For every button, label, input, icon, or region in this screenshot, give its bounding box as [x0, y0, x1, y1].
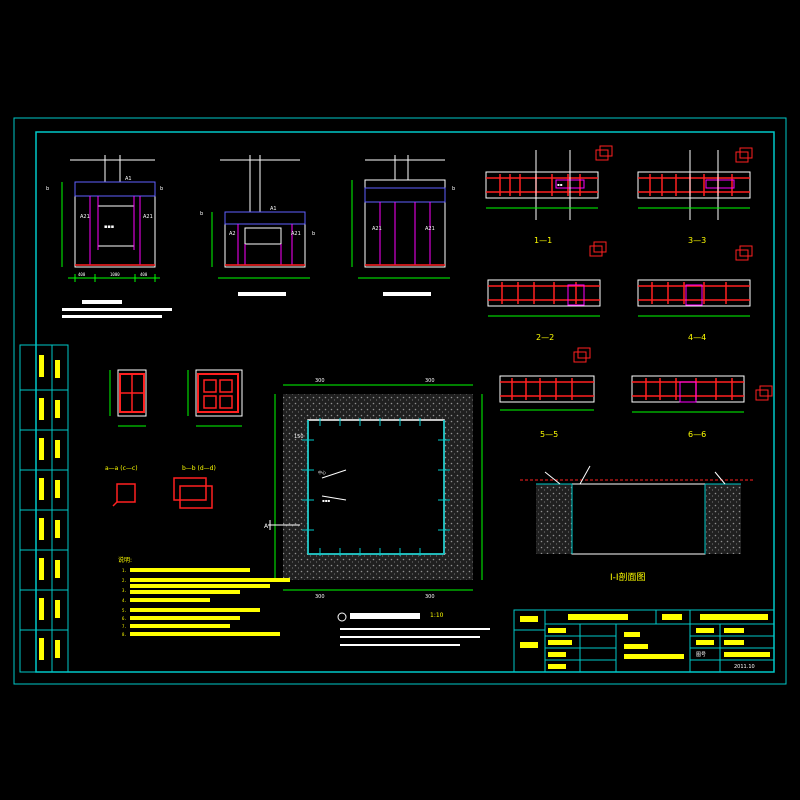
- note-line-6: 6.: [122, 616, 127, 621]
- profile-view: I-I剖面图: [520, 465, 755, 583]
- dim-300-bottom-left: 300: [315, 594, 325, 600]
- svg-text:b: b: [160, 186, 163, 192]
- elevation-view-2: A1 A2 A21 b b: [200, 155, 315, 296]
- column-section-a: a—a (c—c): [105, 369, 147, 472]
- note-line-3: 3.: [122, 588, 127, 593]
- svg-text:▪▪▪: ▪▪▪: [322, 498, 330, 503]
- svg-text:A21: A21: [372, 226, 382, 232]
- section-label-6-6: 6—6: [688, 430, 706, 439]
- note-line-4: 4.: [122, 598, 127, 603]
- svg-text:400: 400: [78, 272, 86, 277]
- notes-heading: 说明:: [118, 556, 132, 564]
- svg-text:b: b: [452, 186, 455, 192]
- note-line-1: 1.: [122, 568, 127, 573]
- drawing-no-label: 图号: [696, 652, 706, 658]
- note-line-8: 8.: [122, 632, 127, 637]
- drawing-date: 2011.10: [734, 664, 755, 670]
- svg-text:▪▪: ▪▪: [557, 182, 563, 187]
- section-label-3-3: 3—3: [688, 236, 706, 245]
- outer-border: [13, 117, 787, 685]
- title-block: 图号 2011.10: [513, 609, 775, 673]
- svg-text:b: b: [200, 211, 203, 217]
- beam-section-5: 5—5: [499, 347, 595, 439]
- svg-text:中心: 中心: [318, 469, 326, 475]
- svg-text:400: 400: [140, 272, 148, 277]
- section-label-4-4: 4—4: [688, 333, 706, 342]
- beam-section-2: 2—2: [487, 241, 607, 342]
- column-section-b: b—b (d—d): [182, 369, 243, 472]
- svg-text:A1: A1: [270, 206, 277, 212]
- opening-boundary: [307, 419, 445, 555]
- section-label-1-1: 1—1: [534, 236, 552, 245]
- dim-300-top-right: 300: [425, 378, 435, 384]
- svg-text:A21: A21: [80, 214, 90, 220]
- section-label-5-5: 5—5: [540, 430, 558, 439]
- beam-section-4: 4—4: [637, 245, 753, 342]
- note-line-7: 7.: [122, 624, 127, 629]
- beam-section-3: 3—3: [637, 147, 753, 245]
- scale-label: 1:10: [430, 612, 444, 619]
- dim-300-bottom-right: 300: [425, 594, 435, 600]
- svg-text:▪▪▪: ▪▪▪: [104, 224, 114, 230]
- notes-block: 说明: 1. 2. 3. 4. 5. 6. 7. 8.: [118, 556, 290, 637]
- section-label-b-b: b—b (d—d): [182, 465, 216, 472]
- elevation-view-3: A21 A21 b: [351, 155, 455, 296]
- dim-150-left: 150: [294, 434, 304, 440]
- note-line-5: 5.: [122, 608, 127, 613]
- section-label-2-2: 2—2: [536, 333, 554, 342]
- svg-text:A2: A2: [229, 231, 236, 237]
- svg-text:A21: A21: [143, 214, 153, 220]
- beam-section-1: ▪▪ 1—1: [485, 145, 613, 245]
- section-label-a-a: a—a (c—c): [105, 465, 138, 472]
- svg-text:b: b: [312, 231, 315, 237]
- revision-strip: [19, 344, 69, 673]
- svg-text:b: b: [46, 186, 49, 192]
- svg-text:1000: 1000: [110, 272, 120, 277]
- small-detail-symbols: [112, 477, 213, 509]
- svg-text:A21: A21: [291, 231, 301, 237]
- beam-section-6: 6—6: [631, 375, 773, 439]
- opening-plan-view: 300 300 300 300 150 A 中心 ▪▪▪ 1:10: [264, 378, 490, 646]
- note-line-2: 2.: [122, 578, 127, 583]
- dim-300-top-left: 300: [315, 378, 325, 384]
- profile-title: I-I剖面图: [610, 571, 646, 583]
- svg-text:A: A: [264, 523, 269, 530]
- svg-text:A1: A1: [125, 176, 132, 182]
- svg-text:A21: A21: [425, 226, 435, 232]
- elevation-view-1: ▪▪▪ A1 A21 A21 400 1000 400 b b: [46, 155, 172, 318]
